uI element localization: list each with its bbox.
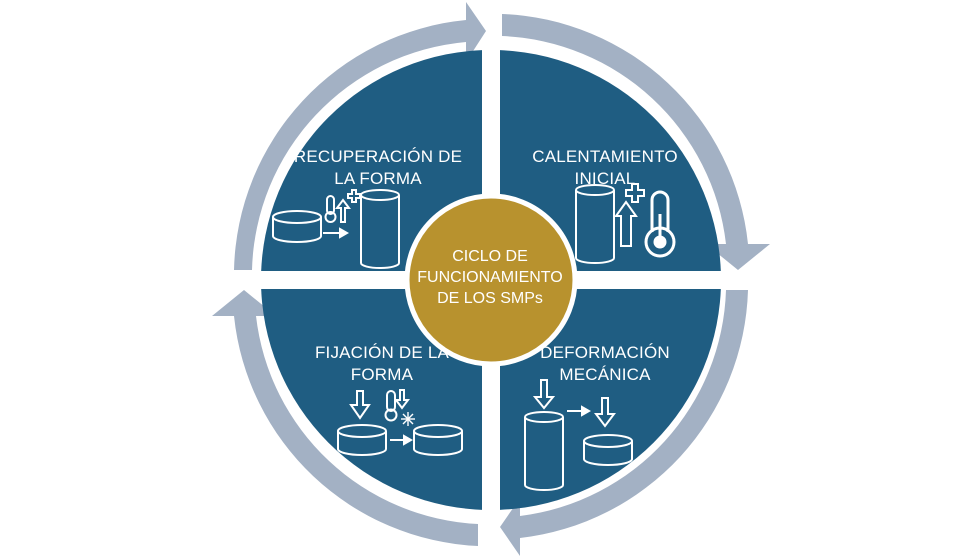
down-arrow-icon — [532, 379, 556, 410]
up-arrow-icon — [335, 198, 351, 223]
ring-arrow-top-right — [502, 14, 770, 270]
top-right-icons — [575, 183, 676, 264]
quadrant-bottom-right — [500, 289, 721, 510]
down-arrow-icon — [349, 390, 371, 420]
quadrant-top-left — [261, 50, 482, 271]
cylinder-icon — [360, 189, 400, 269]
center-title: CICLO DE FUNCIONAMIENTO DE LOS SMPs — [410, 246, 570, 309]
label-fijacion-forma: FIJACIÓN DE LA FORMA — [302, 342, 462, 386]
center-circle — [404, 193, 578, 367]
label-line: RECUPERACIÓN DE — [293, 147, 463, 166]
bottom-right-icons — [524, 379, 633, 491]
label-deformacion-mecanica: DEFORMACIÓN MECÁNICA — [525, 342, 685, 386]
thermometer-icon — [644, 190, 676, 258]
center-title-line: CICLO DE — [452, 248, 528, 265]
cylinder-icon — [272, 210, 322, 243]
label-line: FIJACIÓN DE LA — [314, 343, 450, 362]
label-line: FORMA — [350, 365, 414, 384]
label-recuperacion-forma: RECUPERACIÓN DE LA FORMA — [288, 146, 468, 190]
ring-arrow-top-left — [234, 2, 486, 270]
ring-arrow-bottom-left — [212, 290, 478, 546]
label-calentamiento-inicial: CALENTAMIENTO INICIAL — [525, 146, 685, 190]
cylinder-icon — [575, 184, 615, 264]
label-line: MECÁNICA — [559, 365, 651, 384]
label-line: INICIAL — [574, 169, 636, 188]
right-arrow-icon — [323, 227, 350, 239]
cylinder-icon — [583, 434, 633, 466]
ring-arrows — [212, 2, 770, 556]
cylinder-icon — [337, 424, 387, 456]
label-line: LA FORMA — [334, 169, 422, 188]
cylinder-icon — [524, 411, 564, 491]
plus-icon — [625, 183, 645, 203]
thermometer-icon — [324, 195, 337, 223]
down-arrow-icon — [594, 397, 616, 428]
center-title-line: FUNCIONAMIENTO — [417, 269, 563, 286]
right-arrow-icon — [390, 434, 414, 446]
down-arrow-icon — [394, 389, 410, 410]
quadrant-top-right — [500, 50, 721, 271]
snowflake-icon — [401, 412, 415, 426]
center-title-line: DE LOS SMPs — [437, 290, 543, 307]
quadrants — [261, 50, 721, 510]
ring-arrow-bottom-right — [500, 290, 748, 556]
cylinder-icon — [413, 424, 463, 456]
top-left-icons — [272, 189, 400, 269]
thermometer-icon — [384, 390, 398, 422]
up-arrow-icon — [614, 200, 638, 247]
right-arrow-icon — [567, 405, 592, 417]
label-line: DEFORMACIÓN — [540, 343, 670, 362]
label-line: CALENTAMIENTO — [532, 147, 678, 166]
bottom-left-icons — [337, 389, 463, 456]
